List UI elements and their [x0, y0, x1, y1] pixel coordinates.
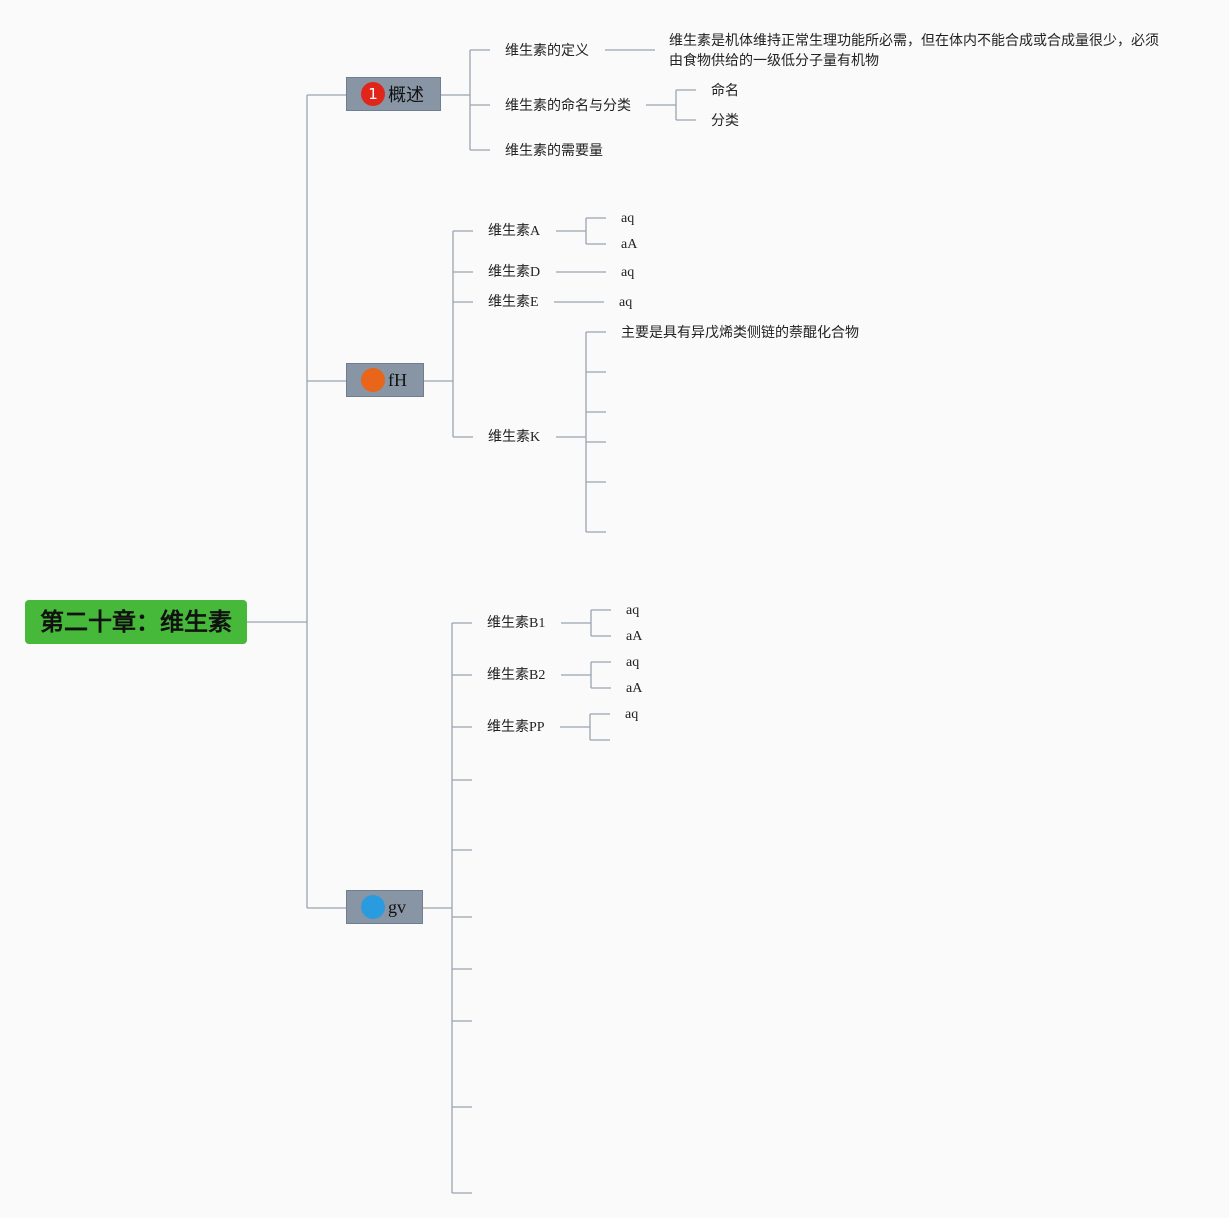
leaf-a-aq[interactable]: aq [621, 211, 635, 226]
topic-vitamin-pp[interactable]: 维生素PP [487, 720, 545, 735]
topic-vitamin-b2[interactable]: 维生素B2 [487, 668, 546, 683]
leaf-b2-aA[interactable]: aA [626, 681, 643, 696]
root-topic[interactable]: 第二十章：维生素 [25, 600, 247, 644]
topic-vitamin-requirement[interactable]: 维生素的需要量 [505, 143, 603, 159]
definition-text[interactable]: 维生素是机体维持正常生理功能所必需，但在体内不能合成或合成量很少，必须由食物供给… [669, 33, 1159, 69]
leaf-b2-aq[interactable]: aq [626, 655, 640, 670]
branch-fh[interactable]: 2 fH [346, 363, 424, 397]
number-badge-2: 2 [361, 368, 385, 392]
leaf-naming[interactable]: 命名 [711, 83, 739, 99]
topic-vitamin-e[interactable]: 维生素E [488, 295, 539, 310]
branch-label: gv [388, 896, 406, 917]
branch-gv[interactable]: 3 gv [346, 890, 423, 924]
topic-vitamin-a[interactable]: 维生素A [488, 224, 541, 239]
topic-vitamin-d[interactable]: 维生素D [488, 265, 541, 280]
number-badge-3: 3 [361, 895, 385, 919]
branch-label: fH [388, 369, 407, 390]
topic-vitamin-definition[interactable]: 维生素的定义 [505, 43, 589, 59]
branch-overview[interactable]: 1 概述 [346, 77, 441, 111]
leaf-classification[interactable]: 分类 [711, 113, 739, 129]
leaf-b1-aA[interactable]: aA [626, 629, 643, 644]
branch-label: 概述 [388, 85, 424, 106]
leaf-e-aq[interactable]: aq [619, 295, 633, 310]
topic-vitamin-k[interactable]: 维生素K [488, 430, 541, 445]
leaf-pp-aq[interactable]: aq [625, 707, 639, 722]
number-badge-1: 1 [361, 82, 385, 106]
leaf-b1-aq[interactable]: aq [626, 603, 640, 618]
topic-naming-classification[interactable]: 维生素的命名与分类 [505, 98, 631, 114]
leaf-d-aq[interactable]: aq [621, 265, 635, 280]
leaf-a-aA[interactable]: aA [621, 237, 638, 252]
topic-vitamin-b1[interactable]: 维生素B1 [487, 616, 546, 631]
leaf-k-description[interactable]: 主要是具有异戊烯类侧链的萘醌化合物 [621, 325, 859, 341]
